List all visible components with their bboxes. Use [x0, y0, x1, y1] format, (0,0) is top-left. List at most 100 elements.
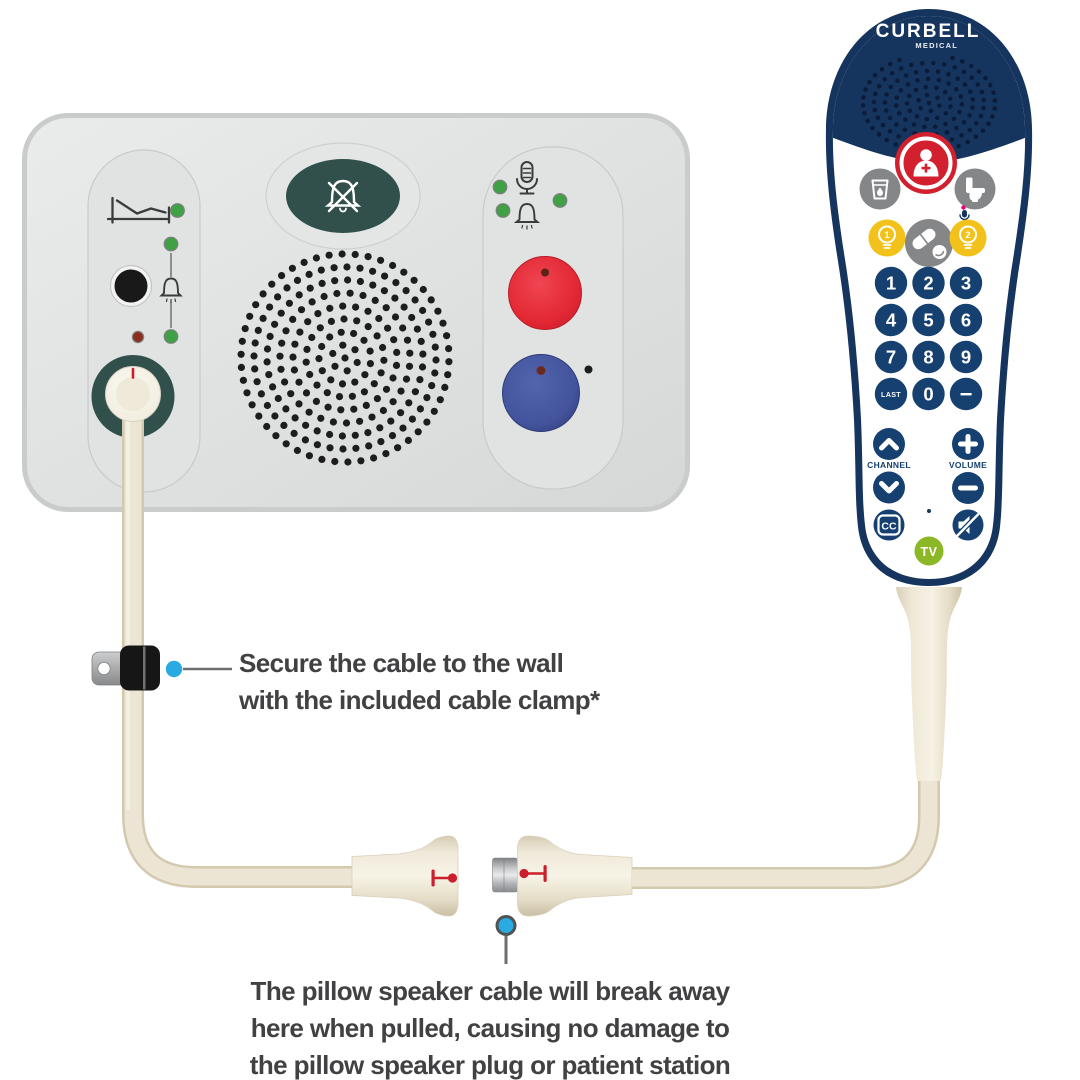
svg-text:3: 3: [961, 273, 971, 294]
cable-clamp-note: Secure the cable to the wall with the in…: [239, 645, 600, 719]
cable-clamp-note-line2: with the included cable clamp*: [239, 685, 600, 715]
breakaway-note: The pillow speaker cable will break away…: [190, 973, 790, 1080]
call-led-top: [163, 236, 179, 252]
light-2-label: 2: [965, 230, 970, 241]
bulb-icon: [878, 225, 896, 244]
keypad-button-9: 9: [949, 340, 983, 374]
keypad-button-dash: −: [949, 377, 983, 411]
connector-right-marker: [519, 865, 547, 882]
cc-label: CC: [881, 521, 897, 533]
light-1-label: 1: [884, 230, 890, 241]
blue-button-led: [536, 366, 546, 375]
svg-text:9: 9: [961, 347, 971, 368]
svg-text:LAST: LAST: [881, 390, 901, 399]
volume-down-button: [952, 472, 984, 504]
keypad-button-1: 1: [874, 266, 908, 300]
patient-station: [22, 113, 690, 512]
keypad-button-0: 0: [912, 377, 945, 411]
red-led: [131, 330, 145, 344]
breakaway-note-line3: the pillow speaker plug or patient stati…: [249, 1050, 731, 1080]
call-led-bottom: [163, 329, 179, 344]
keypad-button-4: 4: [874, 303, 908, 337]
channel-down-button: [873, 471, 905, 504]
svg-text:1: 1: [886, 273, 896, 294]
pillow-speaker-cable: [632, 775, 940, 889]
bed-status-led: [170, 203, 185, 218]
callout-dot: [165, 660, 183, 678]
channel-label: CHANNEL: [867, 460, 911, 470]
bulb-icon: [959, 225, 977, 244]
svg-text:2: 2: [923, 273, 933, 294]
strain-relief: [896, 587, 962, 781]
callout-dot: [495, 915, 517, 936]
svg-text:5: 5: [923, 310, 933, 331]
light-2-button: 2: [949, 219, 987, 257]
svg-text:−: −: [960, 382, 973, 407]
microphone-icon: [516, 161, 538, 195]
svg-text:7: 7: [886, 347, 896, 368]
volume-label: VOLUME: [949, 460, 987, 470]
chevron-down-icon: [879, 481, 899, 494]
keypad-button-3: 3: [949, 266, 983, 300]
svg-text:8: 8: [923, 347, 933, 368]
cable-clamp-note-line1: Secure the cable to the wall: [239, 648, 564, 678]
keypad: 1 2 3 4 5 6 7 8 9 LAST 0 −: [874, 266, 983, 411]
bell-icon-left: [159, 277, 183, 304]
mic-led: [492, 179, 508, 195]
connector-metal-pin: [492, 857, 518, 893]
connector-right-half: [517, 835, 633, 917]
mute-button: [952, 509, 984, 541]
clamp-body: [120, 645, 160, 691]
clamp-callout: [165, 660, 232, 678]
breakaway-connector: [351, 835, 633, 917]
keypad-button-last: LAST: [874, 377, 908, 411]
brand-logo: CURBELL: [876, 21, 981, 42]
red-call-button: [508, 256, 582, 330]
toilet-icon: [966, 177, 985, 202]
toilet-button: [954, 168, 996, 210]
clamp-seam: [143, 646, 146, 690]
breakaway-note-line1: The pillow speaker cable will break away: [250, 976, 730, 1006]
tv-label: TV: [921, 545, 938, 559]
keypad-button-7: 7: [874, 340, 908, 374]
panel-hole: [584, 365, 593, 374]
blue-call-button: [502, 354, 580, 432]
bed-icon: [106, 196, 171, 224]
red-button-led: [541, 268, 549, 277]
status-led-right: [552, 193, 568, 208]
keypad-button-5: 5: [912, 303, 945, 337]
tv-button: TV: [914, 536, 944, 566]
water-button: [859, 168, 901, 210]
station-speaker-grille: [237, 250, 453, 466]
connector-left-half: [351, 835, 459, 917]
station-cable: [122, 398, 353, 888]
mic-led-dot: [961, 205, 966, 210]
keypad-button-2: 2: [912, 266, 945, 300]
keypad-button-6: 6: [949, 303, 983, 337]
volume-up-button: [952, 428, 984, 460]
svg-text:0: 0: [923, 384, 933, 405]
pillow-speaker-remote: CURBELL MEDICAL: [825, 9, 1033, 781]
bell-icon-right: [513, 203, 541, 230]
water-cup-icon: [871, 179, 889, 200]
keypad-button-8: 8: [912, 340, 945, 374]
plug-face: [116, 377, 150, 411]
aux-jack: [114, 269, 148, 303]
plus-icon: [958, 434, 978, 454]
chevron-up-icon: [879, 438, 899, 451]
bell-led: [495, 203, 511, 218]
mic-hole: [927, 509, 931, 513]
connector-left-marker: [431, 869, 458, 887]
cc-button: CC: [873, 509, 905, 541]
clamp-screw-hole: [97, 661, 111, 676]
brand-sub: MEDICAL: [915, 41, 958, 50]
svg-text:6: 6: [961, 310, 971, 331]
pills-icon: [912, 228, 936, 250]
channel-up-button: [873, 428, 905, 460]
cable-clamp: [91, 645, 160, 691]
cc-icon: [877, 514, 901, 536]
breakaway-note-line2: here when pulled, causing no damage to: [250, 1013, 730, 1043]
nurse-icon: [913, 149, 939, 177]
